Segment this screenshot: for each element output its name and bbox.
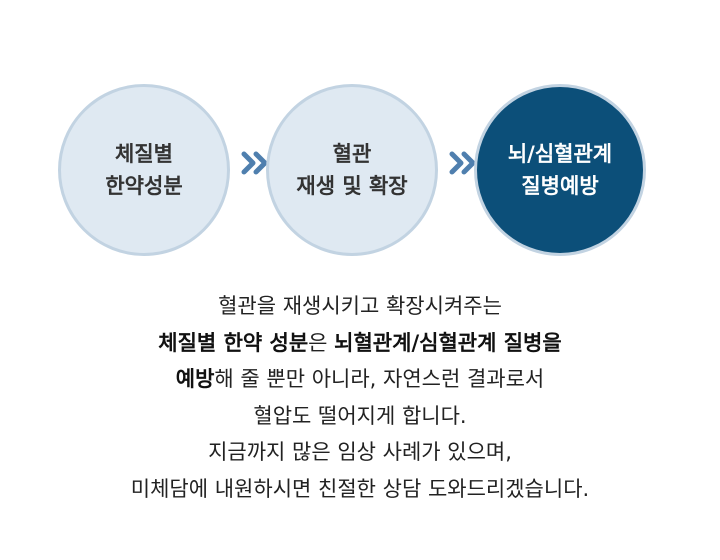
step-3-line-2: 질병예방 <box>521 174 599 198</box>
description-line-2: 체질별 한약 성분은 뇌혈관계/심혈관계 질병을 <box>0 325 720 362</box>
step-circle-1: 체질별 한약성분 <box>58 84 230 256</box>
description-line-1: 혈관을 재생시키고 확장시켜주는 <box>218 294 502 318</box>
step-1-line-2: 한약성분 <box>105 174 183 198</box>
description-line-6: 미체담에 내원하시면 친절한 상담 도와드리겠습니다. <box>130 476 590 501</box>
description-line-5: 지금까지 많은 임상 사례가 있으며, <box>208 440 512 464</box>
description-line-2-text: 은 <box>308 330 335 355</box>
step-3-line-1: 뇌/심혈관계 <box>507 142 613 166</box>
double-chevron-right-icon <box>449 151 476 175</box>
step-1-line-1: 체질별 <box>115 142 173 166</box>
description-line-4: 혈압도 떨어지게 합니다. <box>253 403 467 428</box>
highlight-ingredient: 체질별 한약 성분 <box>158 330 309 355</box>
description-text: 혈관을 재생시키고 확장시켜주는 체질별 한약 성분은 뇌혈관계/심혈관계 질병… <box>0 288 720 507</box>
step-2-line-2: 재생 및 확장 <box>296 174 408 198</box>
step-circle-3: 뇌/심혈관계 질병예방 <box>474 84 646 256</box>
highlight-disease: 뇌혈관계/심혈관계 질병을 <box>334 330 562 355</box>
highlight-prevention: 예방 <box>175 367 215 391</box>
double-chevron-right-icon <box>241 151 268 175</box>
step-2-line-1: 혈관 <box>332 142 372 166</box>
description-line-3-text: 해 줄 뿐만 아니라, 자연스런 결과로서 <box>214 367 545 391</box>
step-circle-2: 혈관 재생 및 확장 <box>266 84 438 256</box>
process-flow: 체질별 한약성분 혈관 재생 및 확장 뇌/심혈관계 질병예방 <box>58 84 646 256</box>
description-line-3: 예방해 줄 뿐만 아니라, 자연스런 결과로서 <box>0 361 720 398</box>
